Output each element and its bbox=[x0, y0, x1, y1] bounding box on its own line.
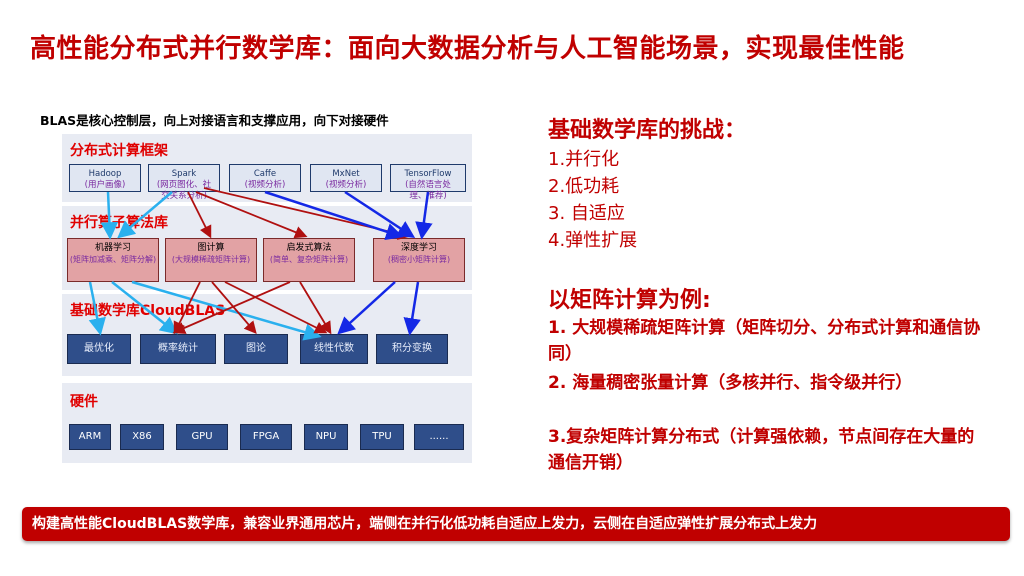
example-title: 以矩阵计算为例: bbox=[548, 288, 711, 313]
algorithm-sub: (大规模稀疏矩阵计算) bbox=[171, 255, 251, 264]
framework-sub: (用户画像) bbox=[84, 180, 126, 190]
framework-box-mxnet: MxNet (视频分析) bbox=[310, 164, 382, 192]
framework-box-spark: Spark (网页图化、社交关系分析) bbox=[148, 164, 220, 201]
algorithm-sub: (矩阵加减乘、矩阵分解) bbox=[69, 255, 157, 264]
challenge-item: 2.低功耗 bbox=[548, 176, 620, 197]
algorithm-sub: (稠密小矩阵计算) bbox=[387, 255, 451, 264]
algorithm-name: 深度学习 bbox=[400, 243, 437, 253]
framework-name: TensorFlow bbox=[404, 169, 452, 179]
example-item: 2. 海量稠密张量计算（多核并行、指令级并行） bbox=[548, 373, 913, 393]
framework-box-caffe: Caffe (视频分析) bbox=[229, 164, 301, 192]
framework-name: Hadoop bbox=[88, 169, 122, 179]
layer-label-framework: 分布式计算框架 bbox=[70, 143, 168, 159]
challenge-item: 1.并行化 bbox=[548, 149, 620, 170]
hardware-box-x86: X86 bbox=[120, 424, 164, 450]
framework-sub: (视频分析) bbox=[325, 180, 367, 190]
algorithm-sub: (简单、复杂矩阵计算) bbox=[269, 255, 349, 264]
algorithm-box-heuristic: 启发式算法 (简单、复杂矩阵计算) bbox=[263, 238, 355, 282]
framework-box-tensorflow: TensorFlow (自然语言处理、推荐) bbox=[390, 164, 466, 201]
framework-name: MxNet bbox=[332, 169, 360, 179]
algorithm-box-dl: 深度学习 (稠密小矩阵计算) bbox=[373, 238, 465, 282]
hardware-box-npu: NPU bbox=[304, 424, 348, 450]
bottom-banner: 构建高性能CloudBLAS数学库，兼容业界通用芯片，端侧在并行化低功耗自适应上… bbox=[22, 507, 1010, 541]
hardware-box-tpu: TPU bbox=[360, 424, 404, 450]
library-box-graph-theory: 图论 bbox=[224, 334, 288, 364]
hardware-box-more: ...... bbox=[414, 424, 464, 450]
library-box-probability: 概率统计 bbox=[140, 334, 216, 364]
challenge-item: 4.弹性扩展 bbox=[548, 230, 638, 251]
framework-box-hadoop: Hadoop (用户画像) bbox=[69, 164, 141, 192]
layer-label-hardware: 硬件 bbox=[70, 394, 98, 410]
framework-sub: (网页图化、社交关系分析) bbox=[156, 180, 212, 201]
algorithm-name: 图计算 bbox=[197, 243, 225, 253]
diagram-caption: BLAS是核心控制层，向上对接语言和支撑应用，向下对接硬件 bbox=[40, 113, 389, 128]
framework-sub: (视频分析) bbox=[244, 180, 286, 190]
algorithm-name: 机器学习 bbox=[94, 243, 131, 253]
algorithm-box-graph: 图计算 (大规模稀疏矩阵计算) bbox=[165, 238, 257, 282]
example-item: 1. 大规模稀疏矩阵计算（矩阵切分、分布式计算和通信协同） bbox=[548, 318, 981, 364]
algorithm-name: 启发式算法 bbox=[286, 243, 332, 253]
hardware-box-gpu: GPU bbox=[176, 424, 228, 450]
example-item: 3.复杂矩阵计算分布式（计算强依赖，节点间存在大量的通信开销） bbox=[548, 427, 975, 473]
challenge-item: 3. 自适应 bbox=[548, 203, 625, 224]
framework-name: Caffe bbox=[253, 169, 277, 179]
challenges-title: 基础数学库的挑战： bbox=[548, 118, 747, 143]
hardware-box-fpga: FPGA bbox=[240, 424, 292, 450]
hardware-box-arm: ARM bbox=[69, 424, 111, 450]
framework-name: Spark bbox=[171, 169, 197, 179]
page-title: 高性能分布式并行数学库：面向大数据分析与人工智能场景，实现最佳性能 bbox=[30, 34, 905, 64]
